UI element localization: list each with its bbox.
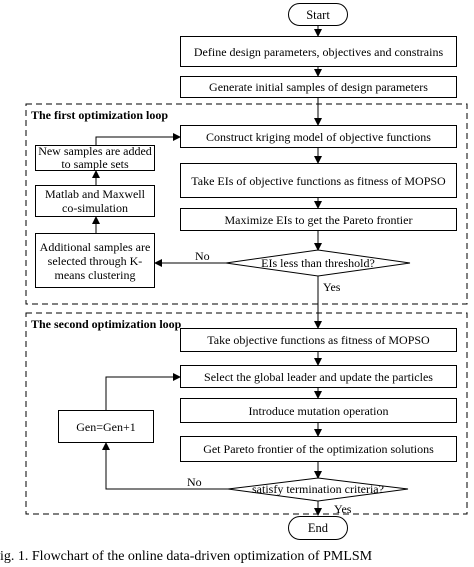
additional-samples-step: Additional samples are selected through … (35, 233, 155, 288)
co-simulation-step: Matlab and Maxwell co-simulation (35, 185, 155, 217)
new-samples-step: New samples are added to sample sets (35, 145, 155, 171)
eis-fitness-step: Take EIs of objective functions as fitne… (180, 163, 457, 198)
second-loop-title: The second optimization loop (31, 317, 182, 331)
termination-decision (227, 477, 409, 502)
no-label-second-loop: No (187, 475, 202, 489)
define-parameters-step: Define design parameters, objectives and… (180, 36, 457, 67)
end-terminal: End (288, 516, 348, 540)
kriging-model-step: Construct kriging model of objective fun… (180, 125, 457, 148)
start-terminal: Start (288, 3, 348, 26)
mutation-step: Introduce mutation operation (180, 398, 457, 423)
threshold-decision (225, 249, 411, 277)
maximize-eis-step: Maximize EIs to get the Pareto frontier (180, 208, 457, 231)
threshold-decision-label: EIs less than threshold? (261, 256, 375, 270)
termination-decision-label: satisfy termination criteria? (252, 482, 384, 496)
figure-caption: ig. 1. Flowchart of the online data-driv… (0, 549, 373, 564)
second-loop-boundary (25, 312, 468, 515)
select-leader-step: Select the global leader and update the … (180, 365, 457, 388)
objective-fitness-step: Take objective functions as fitness of M… (180, 328, 457, 352)
first-loop-title: The first optimization loop (31, 108, 168, 122)
gen-increment-step: Gen=Gen+1 (58, 410, 154, 443)
pareto-frontier-step: Get Pareto frontier of the optimization … (180, 436, 457, 462)
generate-samples-step: Generate initial samples of design param… (180, 76, 457, 98)
yes-label-second-loop: Yes (334, 502, 352, 516)
no-label-first-loop: No (195, 249, 210, 263)
first-loop-boundary (25, 103, 468, 305)
yes-label-first-loop: Yes (323, 280, 341, 294)
